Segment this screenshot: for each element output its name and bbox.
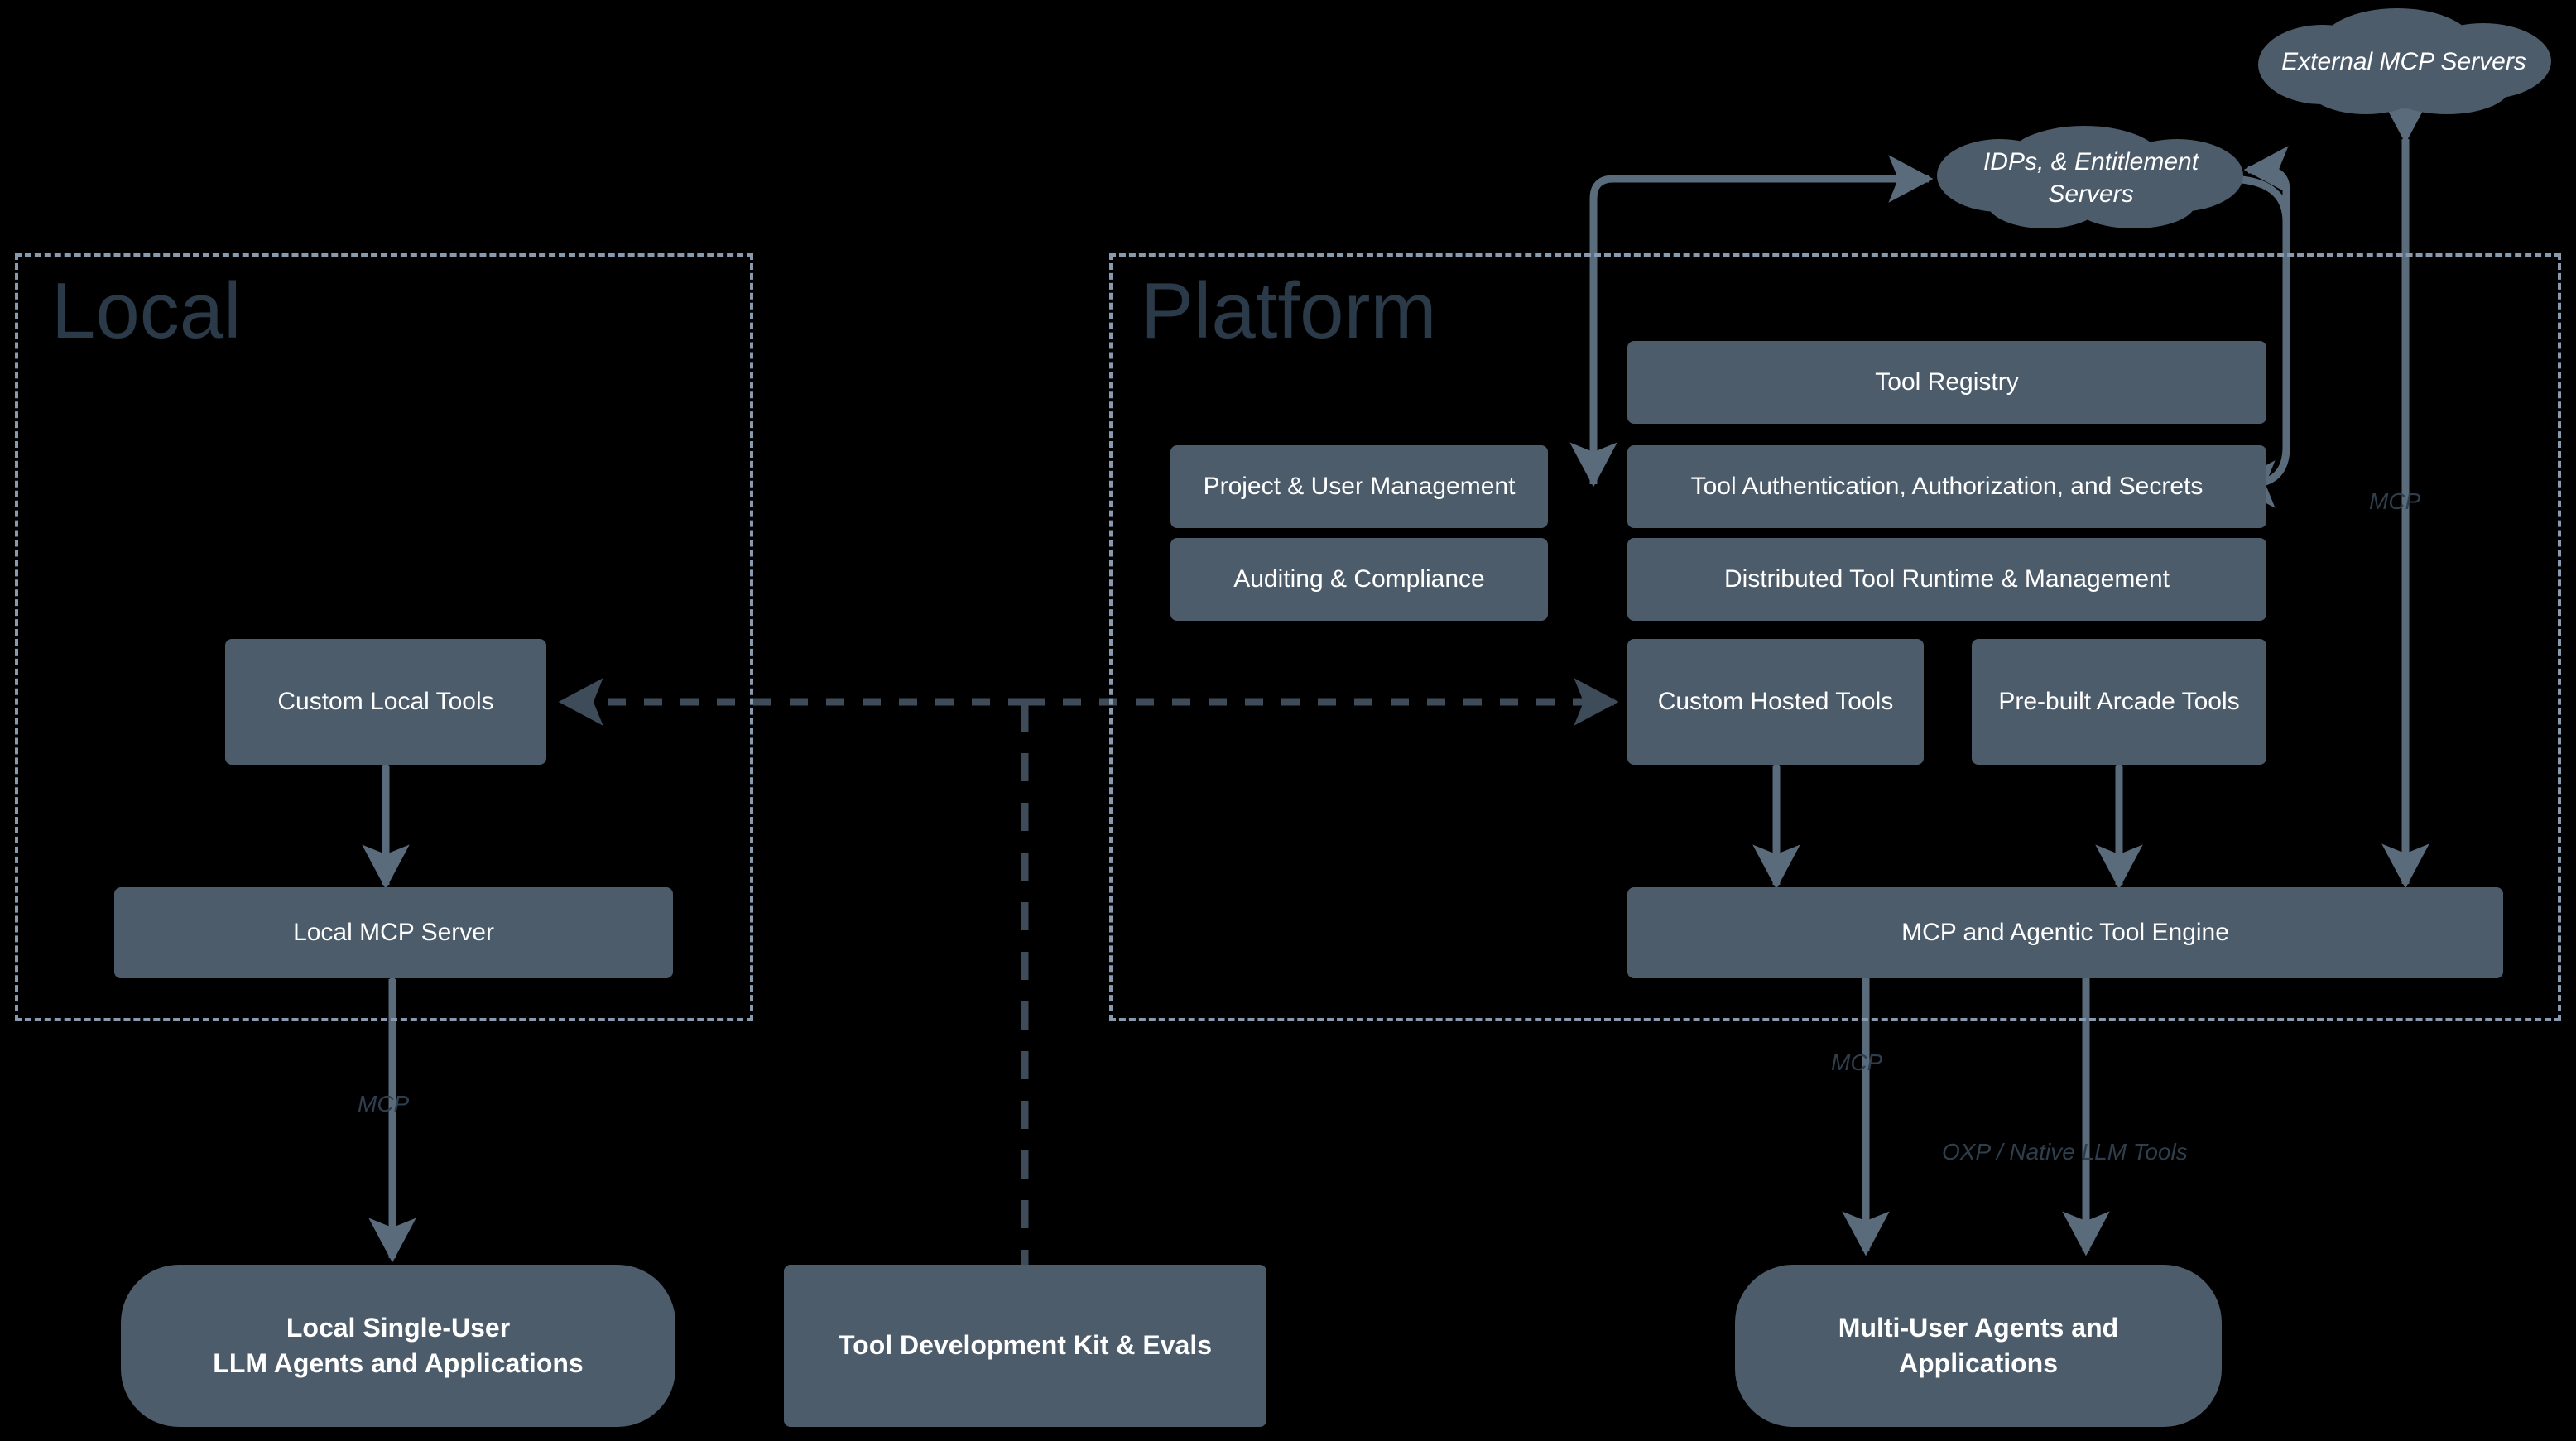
node-multi-user-agents[interactable]: Multi-User Agents and Applications xyxy=(1735,1265,2222,1427)
edge-label-local-mcp: MCP xyxy=(358,1091,410,1117)
cloud-external-mcp-servers: External MCP Servers xyxy=(2243,7,2564,116)
zone-local-title: Local xyxy=(51,267,242,355)
cloud-idps-entitlement-servers: IDPs, & Entitlement Servers xyxy=(1929,124,2253,232)
node-tool-authentication[interactable]: Tool Authentication, Authorization, and … xyxy=(1627,445,2266,528)
node-mcp-agentic-tool-engine[interactable]: MCP and Agentic Tool Engine xyxy=(1627,887,2503,978)
zone-platform-title: Platform xyxy=(1141,267,1437,355)
node-tool-development-kit[interactable]: Tool Development Kit & Evals xyxy=(784,1265,1266,1427)
node-prebuilt-arcade-tools[interactable]: Pre-built Arcade Tools xyxy=(1972,639,2266,765)
node-project-user-management[interactable]: Project & User Management xyxy=(1170,445,1548,528)
node-local-single-user-agents-line1: Local Single-User xyxy=(286,1312,511,1343)
node-local-single-user-agents-line2: LLM Agents and Applications xyxy=(213,1348,584,1378)
node-distributed-tool-runtime[interactable]: Distributed Tool Runtime & Management xyxy=(1627,538,2266,621)
node-local-mcp-server[interactable]: Local MCP Server xyxy=(114,887,673,978)
zone-platform xyxy=(1109,253,2561,1021)
node-local-single-user-agents[interactable]: Local Single-User LLM Agents and Applica… xyxy=(121,1265,675,1427)
node-tool-registry[interactable]: Tool Registry xyxy=(1627,341,2266,424)
cloud-external-mcp-servers-label: External MCP Servers xyxy=(2281,47,2526,75)
node-custom-local-tools[interactable]: Custom Local Tools xyxy=(225,639,546,765)
cloud-idps-entitlement-servers-label: IDPs, & Entitlement Servers xyxy=(1982,148,2199,208)
edge-label-platform-mcp: MCP xyxy=(1831,1050,1883,1075)
edge-label-external-mcp: MCP xyxy=(2369,488,2421,514)
node-custom-hosted-tools[interactable]: Custom Hosted Tools xyxy=(1627,639,1924,765)
node-multi-user-agents-line1: Multi-User Agents and xyxy=(1838,1312,2119,1343)
node-multi-user-agents-line2: Applications xyxy=(1898,1348,2058,1378)
edge-tool-auth-back-to-idps xyxy=(2243,146,2290,222)
edge-label-oxp-native-llm-tools: OXP / Native LLM Tools xyxy=(1942,1139,2188,1165)
zone-local xyxy=(15,253,753,1021)
cloud-shape-idps xyxy=(1937,126,2243,228)
node-auditing-compliance[interactable]: Auditing & Compliance xyxy=(1170,538,1548,621)
